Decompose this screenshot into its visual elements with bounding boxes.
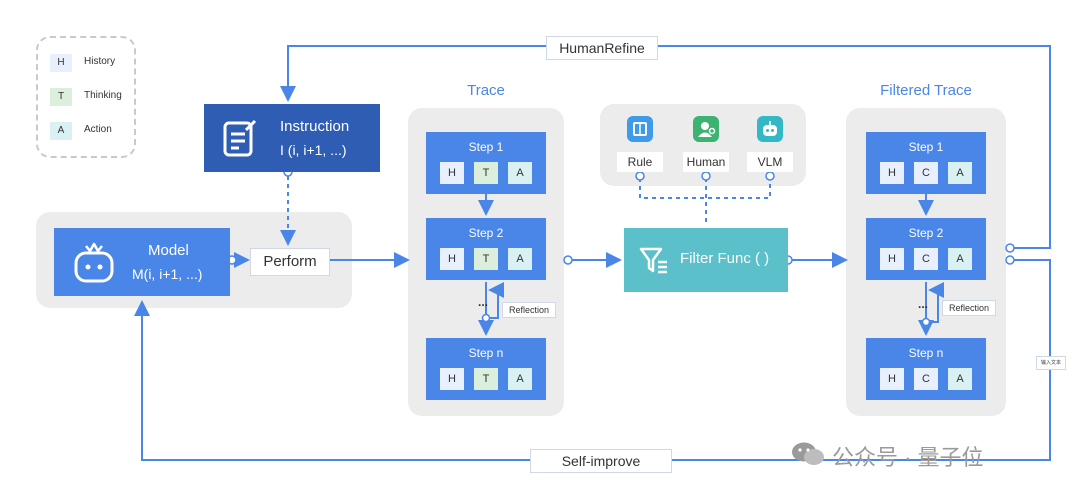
filtered-step-2: Step 2 H C A [866,218,986,280]
human-label: Human [683,152,729,172]
self-improve-label: Self-improve [530,449,672,473]
model-box: Model M(i, i+1, ...) [54,228,230,296]
filtered-step-n-label: Step n [908,346,944,360]
trace-step-n-history-cell: H [440,368,464,390]
rule-port [635,171,645,181]
trace-title: Trace [467,82,505,99]
filtered-step-n-history-cell: H [880,368,904,390]
robot-icon [74,242,114,283]
trace-step-1-history-cell: H [440,162,464,184]
filtered-trace-title: Filtered Trace [880,82,972,99]
instruction-box: Instruction I (i, i+1, ...) [204,104,380,172]
human-port [701,171,711,181]
trace-step-2-label: Step 2 [468,226,504,240]
filtered-step-1-c-cell: C [914,162,938,184]
trace-reflection-label: Reflection [502,302,556,318]
trace-step-1-action-cell: A [508,162,532,184]
filtered-step-1-label: Step 1 [908,140,944,154]
vlm-robot-icon [763,121,777,136]
filtered-reflection-label: Reflection [942,300,996,316]
human-refine-loop-line [280,45,1051,249]
legend: H History T Thinking A Action [36,36,136,158]
trace-step-1-thinking-cell: T [474,162,498,184]
wechat-icon [792,442,824,465]
filtered-reflection-port [921,317,931,327]
filtered-step-2-label: Step 2 [908,226,944,240]
legend-swatch-action: A [50,122,72,140]
model-title: Model [148,242,189,259]
model-formula: M(i, i+1, ...) [132,266,203,282]
instruction-formula: I (i, i+1, ...) [280,142,347,158]
sources-dashed-line [639,178,771,224]
legend-swatch-history: H [50,54,72,72]
trace-step-2-thinking-cell: T [474,248,498,270]
trace-step-n-thinking-cell: T [474,368,498,390]
filtered-step-n-action-cell: A [948,368,972,390]
filtered-port-bottom [1005,255,1015,265]
trace-step-1: Step 1 H T A [426,132,546,194]
rule-book-icon [633,122,647,136]
watermark-text: 公众号 · 量子位 [832,445,984,470]
filtered-step-n: Step n H C A [866,338,986,400]
trace-ellipsis: ... [478,295,489,309]
trace-step-2-action-cell: A [508,248,532,270]
instruction-document-icon [223,119,257,157]
human-icon [693,116,719,142]
trace-port [563,255,573,265]
filtered-step-2-history-cell: H [880,248,904,270]
trace-step-2: Step 2 H T A [426,218,546,280]
trace-step-2-history-cell: H [440,248,464,270]
instruction-title: Instruction [280,118,350,135]
trace-step-1-label: Step 1 [468,140,504,154]
human-person-icon [698,122,716,137]
trace-reflection-port [481,313,491,323]
filtered-step-1: Step 1 H C A [866,132,986,194]
trace-step-n-action-cell: A [508,368,532,390]
legend-label-history: History [84,56,116,67]
filter-func-label: Filter Func ( ) [680,250,770,267]
filtered-step-n-c-cell: C [914,368,938,390]
vlm-port [765,171,775,181]
perform-box: Perform [250,248,330,276]
legend-label-action: Action [84,124,112,135]
funnel-icon [639,247,667,274]
legend-label-thinking: Thinking [84,90,122,101]
filter-func-box: Filter Func ( ) [624,228,788,292]
filtered-step-2-c-cell: C [914,248,938,270]
self-improve-loop-line [134,259,1051,461]
rule-icon [627,116,653,142]
filtered-step-2-action-cell: A [948,248,972,270]
filtered-step-1-action-cell: A [948,162,972,184]
filtered-step-1-history-cell: H [880,162,904,184]
human-refine-label: HumanRefine [546,36,658,60]
filtered-port-top [1005,243,1015,253]
trace-reflection-loop-line [486,282,504,319]
legend-swatch-thinking: T [50,88,72,106]
trace-step-n-label: Step n [468,346,504,360]
filtered-reflection-loop-line [926,282,944,323]
vlm-label: VLM [747,152,793,172]
filtered-ellipsis: ... [918,297,929,311]
rule-label: Rule [617,152,663,172]
trace-step-n: Step n H T A [426,338,546,400]
side-tag: 输入文本 [1036,356,1066,370]
vlm-icon [757,116,783,142]
